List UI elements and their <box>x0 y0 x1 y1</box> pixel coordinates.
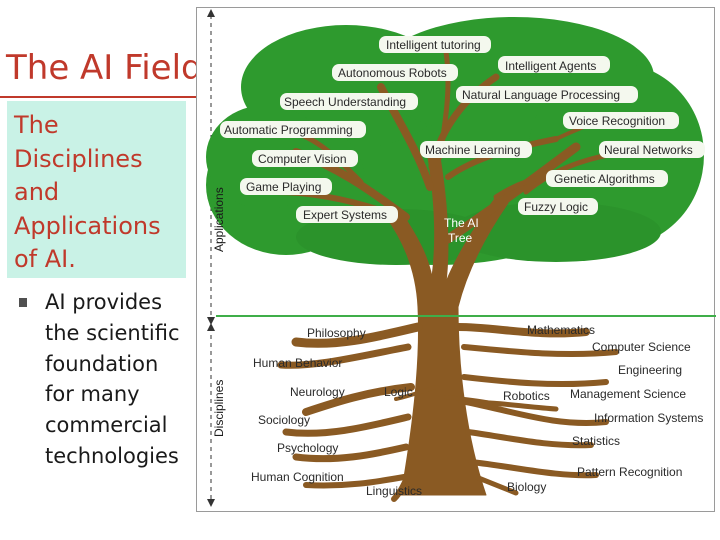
subtitle-line: of AI. <box>14 245 76 274</box>
application-label: Expert Systems <box>303 208 387 222</box>
bullet-line: AI provides <box>45 290 163 314</box>
bullet-line: the scientific <box>45 320 180 345</box>
discipline-label: Information Systems <box>594 411 703 425</box>
application-label: Autonomous Robots <box>338 66 447 80</box>
tree-label-line: Tree <box>448 231 473 245</box>
discipline-label: Neurology <box>290 385 345 399</box>
dashed-axis <box>207 9 215 507</box>
discipline-label: Robotics <box>503 389 550 403</box>
bullet-text: AI provides the scientific foundation fo… <box>45 287 180 472</box>
bullet-line: foundation <box>45 351 159 376</box>
discipline-label: Sociology <box>258 413 310 427</box>
application-label: Genetic Algorithms <box>554 172 655 186</box>
subtitle-line: and <box>14 178 60 207</box>
subtitle-line: Disciplines <box>14 144 143 173</box>
discipline-label: Computer Science <box>592 340 691 354</box>
application-label: Neural Networks <box>604 143 693 157</box>
applications-label: Applications <box>212 187 226 252</box>
discipline-label: Human Cognition <box>251 470 344 484</box>
application-label: Speech Understanding <box>284 95 406 109</box>
application-label: Intelligent tutoring <box>386 38 481 52</box>
bullet-line: for many <box>45 382 140 407</box>
discipline-label: Pattern Recognition <box>577 465 682 479</box>
bullet-line: commercial <box>45 413 168 438</box>
tree-label-line: The AI <box>444 216 479 230</box>
ai-tree-diagram: Applications Disciplines The AI Tree Int… <box>196 7 716 512</box>
discipline-label: Human Behavior <box>253 356 342 370</box>
title-underline <box>0 96 205 98</box>
application-label: Game Playing <box>246 180 321 194</box>
disciplines-label: Disciplines <box>212 380 226 437</box>
discipline-label: Biology <box>507 480 546 494</box>
application-label: Computer Vision <box>258 152 347 166</box>
discipline-labels: Philosophy Mathematics Computer Science … <box>251 323 703 498</box>
discipline-label: Logic <box>384 385 413 399</box>
discipline-label: Engineering <box>618 363 682 377</box>
discipline-label: Management Science <box>570 387 686 401</box>
discipline-label: Psychology <box>277 441 338 455</box>
discipline-label: Mathematics <box>527 323 595 337</box>
application-label: Automatic Programming <box>224 123 353 137</box>
subtitle-box: The Disciplines and Applications of AI. <box>7 101 186 278</box>
subtitle-line: Applications <box>14 211 161 240</box>
application-label: Fuzzy Logic <box>524 200 588 214</box>
application-label: Machine Learning <box>425 143 520 157</box>
tree-roots <box>277 322 619 502</box>
subtitle-line: The <box>14 111 59 139</box>
application-label: Natural Language Processing <box>462 88 620 102</box>
discipline-label: Philosophy <box>307 326 366 340</box>
application-label: Voice Recognition <box>569 114 665 128</box>
bullet-line: technologies <box>45 443 179 468</box>
application-labels: Intelligent tutoring Autonomous Robots I… <box>220 36 705 223</box>
bullet-square-icon <box>19 298 27 307</box>
application-label: Intelligent Agents <box>505 59 596 73</box>
discipline-label: Linguistics <box>366 484 422 498</box>
discipline-label: Statistics <box>572 434 620 448</box>
